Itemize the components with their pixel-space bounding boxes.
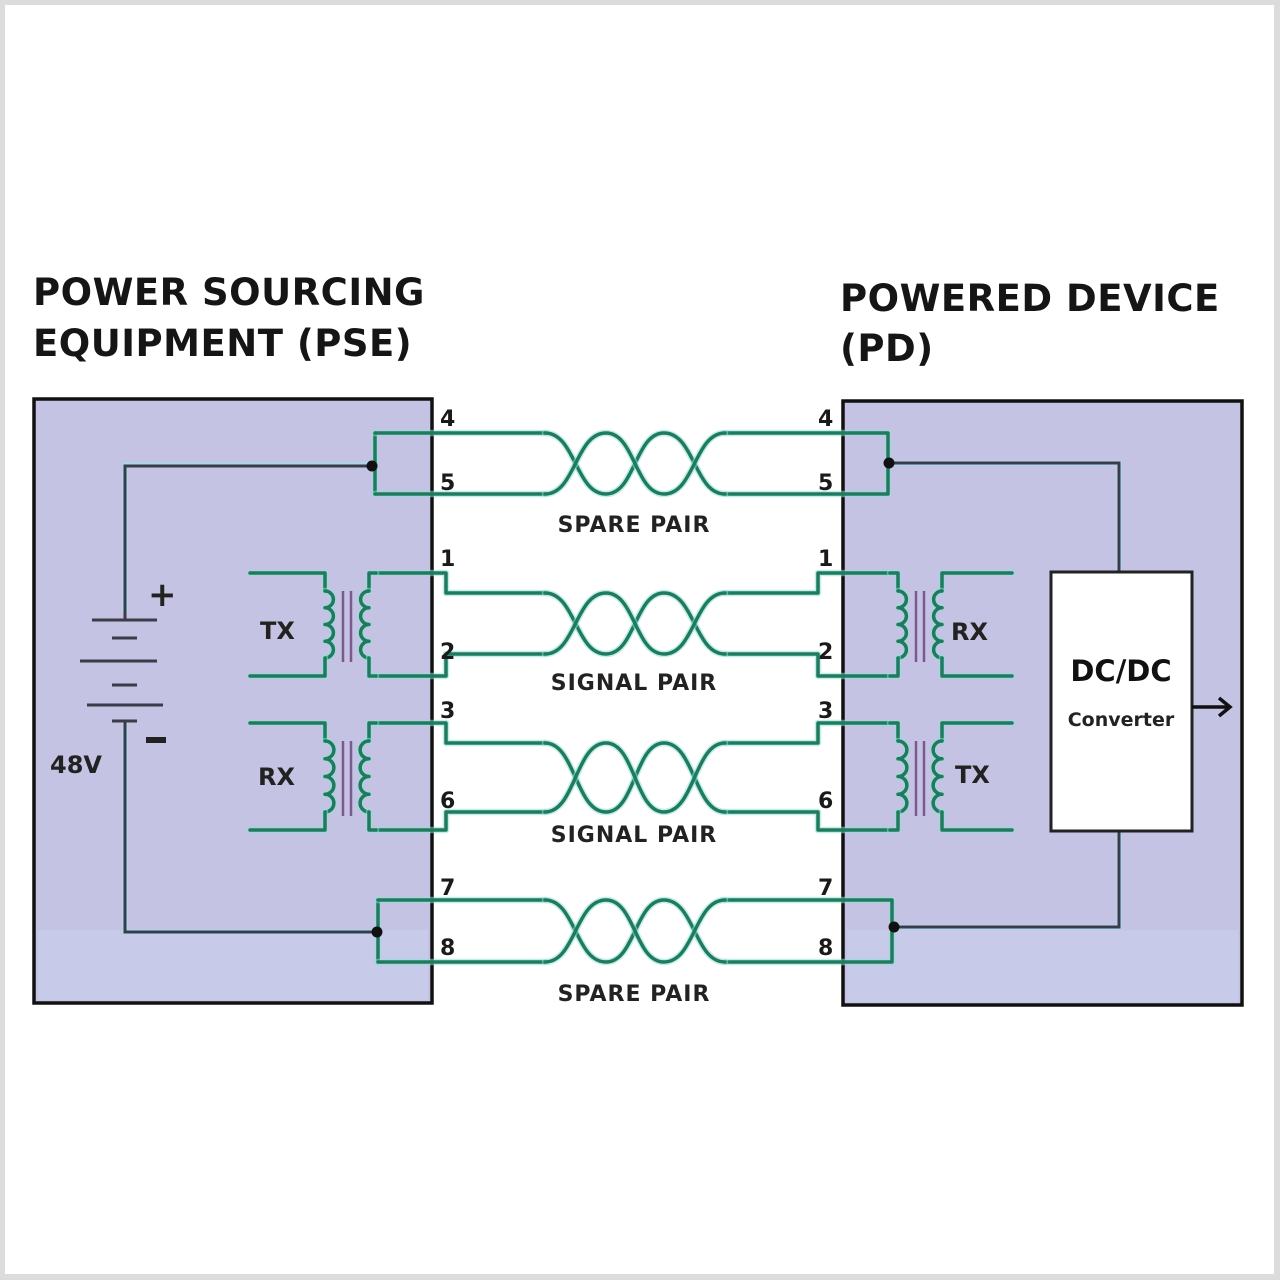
battery-minus-sign [146,737,166,743]
cable-signal-pair-1-2 [372,569,894,680]
pse-rx-left-top-lead [248,721,327,743]
converter-title: DC/DC [1070,654,1171,688]
pd-tx-left-top-lead [888,721,900,743]
twist-2-strand-b [543,741,727,814]
pse-tx-right-coil [358,589,371,660]
pd-tx-label: TX [955,761,990,789]
pse-lead-bot-1 [374,652,547,678]
pse-junction-dot-bottom [371,926,383,938]
battery-plus-sign: + [148,575,177,615]
pse-rx-right-top-lead [367,721,378,743]
pd-pin-4: 4 [818,407,833,432]
pse-pin-4: 4 [440,407,455,432]
pd-tx-right-bot-lead [940,810,1014,832]
converter-subtitle: Converter [1068,709,1175,731]
pse-title-line2: EQUIPMENT (PSE) [33,322,412,365]
pse-transformer-tx [246,569,380,680]
dcdc-converter [1049,570,1194,833]
cable-spare-pair-7-8 [374,896,896,966]
pd-rx-right-coil [931,589,944,660]
pd-pin-2: 2 [818,640,833,665]
pairs-layer [371,429,896,966]
pd-tx-right-coil [931,739,944,814]
pair-label-3-6: SIGNAL PAIR [551,823,717,848]
pse-lead-bot-2 [374,810,547,832]
pse-pin-2: 2 [440,640,455,665]
pd-title-line1: POWERED DEVICE [840,277,1220,320]
pse-tx-left-top-lead [248,571,327,593]
pse-pin-5: 5 [440,471,455,496]
battery-voltage-label: 48V [50,751,102,779]
pd-rx-left-coil [896,589,909,660]
pd-rx-left-top-lead [888,571,900,593]
pd-lead-top-2 [723,721,892,745]
pair-label-7-8: SPARE PAIR [558,982,711,1007]
pse-box [32,397,434,1005]
pd-tx-left-bot-lead [888,810,900,832]
pse-pin-6: 6 [440,789,455,814]
pse-junction-dot-top [366,460,378,472]
pd-tx-left-coil [896,739,909,814]
pd-lead-bot-2 [723,810,892,832]
pse-lead-top-2 [374,721,547,745]
pd-tx-right-top-lead [940,721,1014,743]
pd-pin-3: 3 [818,699,833,724]
pd-pin-6: 6 [818,789,833,814]
pd-rx-left-bot-lead [888,656,900,678]
pse-pin-1: 1 [440,547,455,572]
pair-label-4-5: SPARE PAIR [558,513,711,538]
pd-junction-dot-top [883,457,895,469]
pse-title-line1: POWER SOURCING [33,271,425,314]
pair-label-1-2: SIGNAL PAIR [551,671,717,696]
pse-rx-right-coil [358,739,371,814]
pse-lead-top-1 [374,571,547,595]
pd-lead-top-1 [723,571,892,595]
pd-rx-right-bot-lead [940,656,1014,678]
pd-junction-dot-bottom [888,921,900,933]
cable-signal-pair-3-6 [372,719,894,834]
pd-title-line2: (PD) [840,327,934,370]
twist-0-strand-b [543,431,727,496]
battery-icon [80,618,163,723]
pse-rx-label: RX [258,763,295,791]
pse-pin-3: 3 [440,699,455,724]
pd-box [841,399,1244,1007]
pse-tx-left-coil [323,589,336,660]
output-arrow-icon [1192,696,1233,718]
pse-power-circuit [122,460,383,938]
pd-lead-bot-1 [723,652,892,678]
pd-transformer-tx [886,719,1016,834]
pd-pin-8: 8 [818,936,833,961]
pd-power-circuit [883,457,1122,933]
pse-pin-8: 8 [440,936,455,961]
pse-pin-7: 7 [440,876,455,901]
pse-rx-left-coil [323,739,336,814]
pd-transformer-rx [886,569,1016,680]
pse-rx-left-bot-lead [248,810,327,832]
pd-pin-1: 1 [818,547,833,572]
pse-tx-right-bot-lead [367,656,378,678]
pse-tx-label: TX [260,617,295,645]
pd-rx-label: RX [951,618,988,646]
pd-pin-7: 7 [818,876,833,901]
cable-spare-pair-4-5 [371,429,892,498]
pse-transformer-rx [246,719,380,834]
pse-rx-right-bot-lead [367,810,378,832]
pse-tx-left-bot-lead [248,656,327,678]
twist-1-strand-b [543,591,727,656]
pse-tx-right-top-lead [367,571,378,593]
pd-rx-right-top-lead [940,571,1014,593]
twist-3-strand-b [543,898,727,964]
pd-pin-5: 5 [818,471,833,496]
